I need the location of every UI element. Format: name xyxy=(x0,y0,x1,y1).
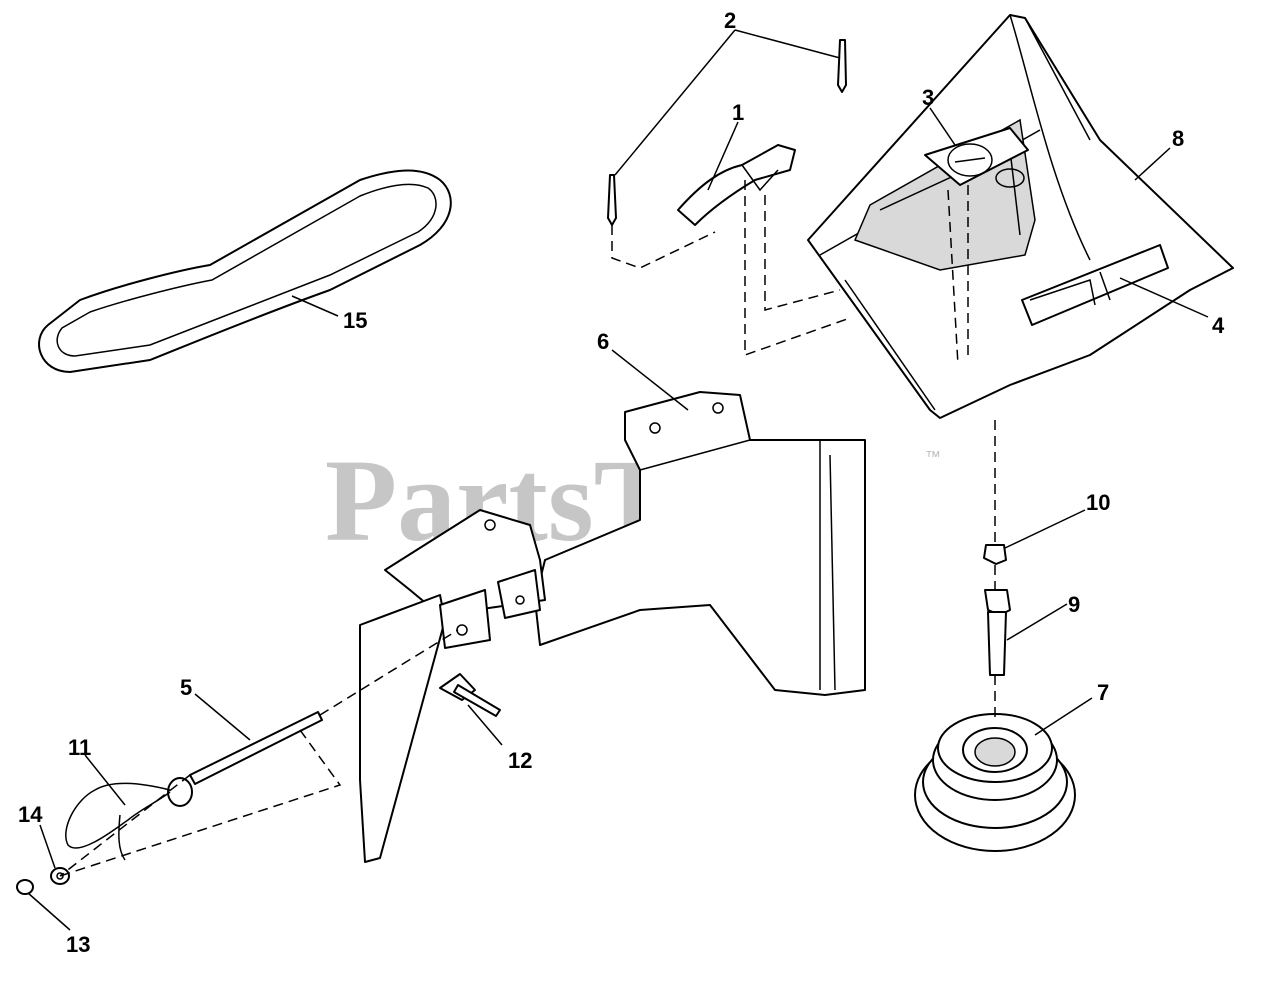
part-3-decal[interactable] xyxy=(924,127,1029,188)
part-13-nut[interactable] xyxy=(16,879,34,895)
callout-8[interactable]: 8 xyxy=(1172,126,1184,151)
callout-11[interactable]: 11 xyxy=(68,735,91,760)
callout-10[interactable]: 10 xyxy=(1086,490,1110,515)
part-7-pulley[interactable] xyxy=(914,713,1076,852)
part-11-hairpin[interactable] xyxy=(65,782,171,861)
callout-15[interactable]: 15 xyxy=(343,308,367,333)
callout-5[interactable]: 5 xyxy=(180,675,192,700)
part-12-bolt[interactable] xyxy=(439,673,501,717)
callout-12[interactable]: 12 xyxy=(508,748,532,773)
callout-2[interactable]: 2 xyxy=(724,8,736,33)
part-8-chute-cover[interactable] xyxy=(807,14,1234,419)
part-4-decal[interactable] xyxy=(1021,244,1169,326)
callout-13[interactable]: 13 xyxy=(66,932,90,957)
callout-4[interactable]: 4 xyxy=(1212,313,1225,338)
callouts: 2 1 3 8 4 15 6 10 9 7 5 11 12 14 13 xyxy=(18,8,1225,957)
callout-7[interactable]: 7 xyxy=(1097,680,1109,705)
callout-3[interactable]: 3 xyxy=(922,85,934,110)
part-9-bolt[interactable] xyxy=(984,589,1011,676)
part-14-washer[interactable] xyxy=(50,867,70,885)
part-5-rod[interactable] xyxy=(167,711,323,807)
callout-9[interactable]: 9 xyxy=(1068,592,1080,617)
part-6-chute[interactable] xyxy=(359,391,866,863)
part-15-belt[interactable] xyxy=(38,169,452,373)
part-10-nut[interactable] xyxy=(983,544,1007,565)
callout-14[interactable]: 14 xyxy=(18,802,43,827)
assembly-lines xyxy=(59,180,996,877)
part-2-pins[interactable] xyxy=(607,39,847,226)
callout-1[interactable]: 1 xyxy=(732,100,744,125)
part-1-latch[interactable] xyxy=(677,144,796,226)
leader-lines xyxy=(27,29,1209,931)
watermark-trademark: ™ xyxy=(925,449,941,466)
callout-6[interactable]: 6 xyxy=(597,329,609,354)
